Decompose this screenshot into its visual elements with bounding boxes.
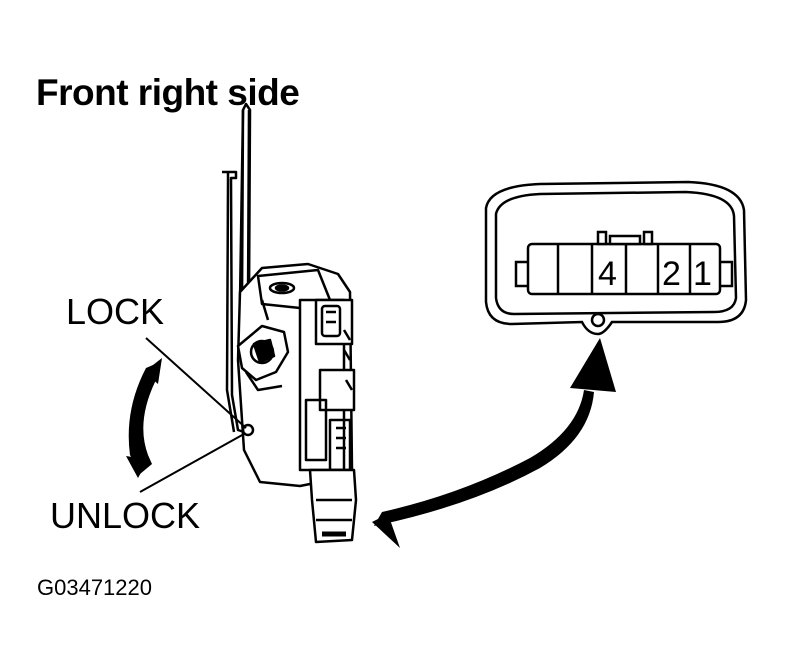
connector-pin-labels: 4 2 1 <box>598 255 712 293</box>
connector-face-view <box>484 180 748 336</box>
door-lock-actuator <box>222 102 358 544</box>
pin-1-label: 1 <box>693 255 712 293</box>
pin-2-label: 2 <box>662 255 681 293</box>
lock-unlock-arrow <box>126 358 162 478</box>
pin-4-label: 4 <box>598 255 617 293</box>
lock-label: LOCK <box>66 291 165 332</box>
leader-lines <box>139 337 247 493</box>
figure-code: G03471220 <box>37 575 152 600</box>
diagram-title: Front right side <box>36 72 300 113</box>
connector-pointer-arrow <box>372 338 616 548</box>
unlock-label: UNLOCK <box>50 495 201 536</box>
